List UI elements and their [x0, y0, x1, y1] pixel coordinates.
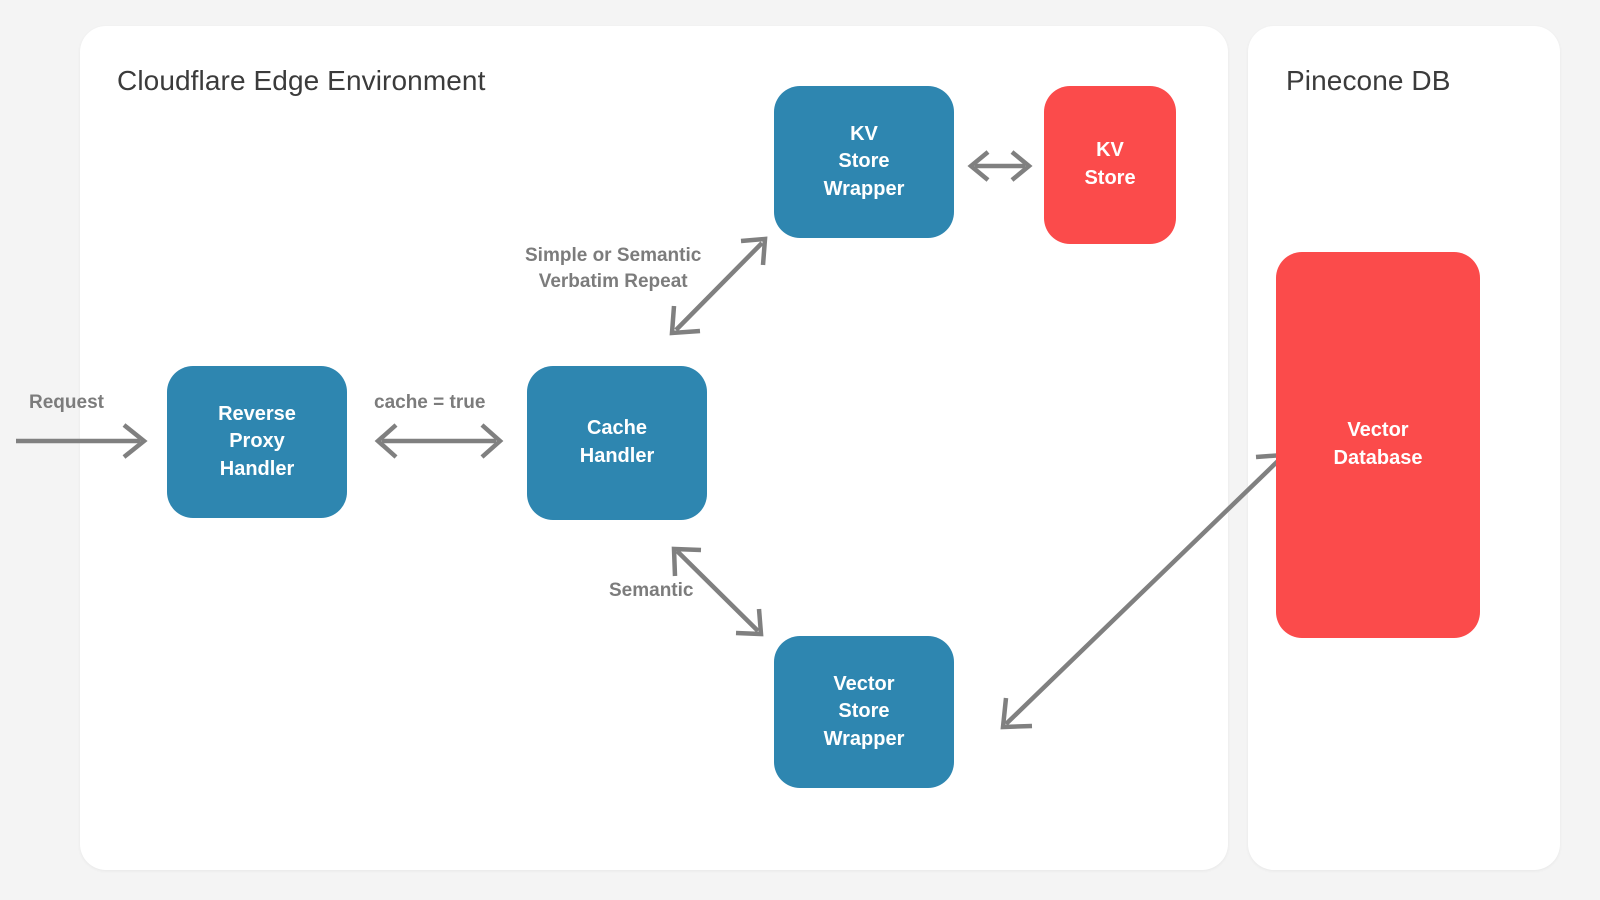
edge-label-semantic: Semantic: [609, 580, 694, 601]
node-reverse-proxy-handler[interactable]: Reverse Proxy Handler: [167, 366, 347, 518]
node-vector-database[interactable]: Vector Database: [1276, 252, 1480, 638]
edge-label-request: Request: [29, 392, 104, 413]
group-title-pinecone-db: Pinecone DB: [1286, 65, 1451, 96]
node-cache-handler[interactable]: Cache Handler: [527, 366, 707, 520]
edge-label-verbatim-repeat: Simple or Semantic Verbatim Repeat: [525, 245, 702, 292]
node-kv-store-wrapper[interactable]: KV Store Wrapper: [774, 86, 954, 238]
group-title-cloudflare-edge: Cloudflare Edge Environment: [117, 65, 486, 96]
edge-label-cache-true: cache = true: [374, 392, 486, 413]
node-vector-store-wrapper[interactable]: Vector Store Wrapper: [774, 636, 954, 788]
node-kv-store[interactable]: KV Store: [1044, 86, 1176, 244]
